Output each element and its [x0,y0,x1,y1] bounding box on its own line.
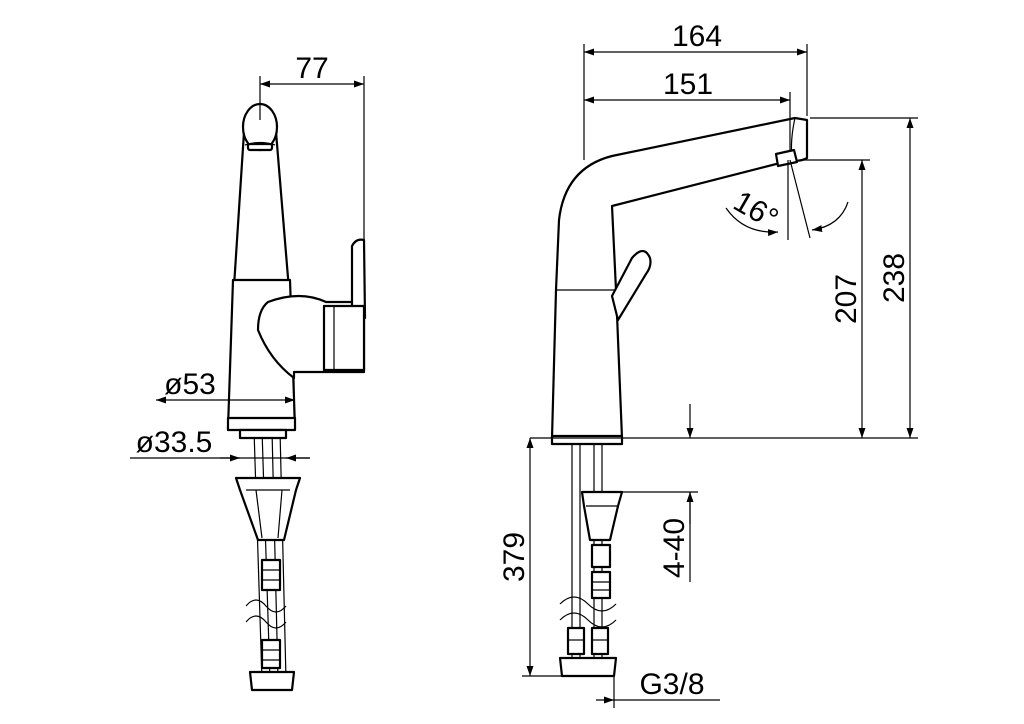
dim-counter-thickness-label: 4-40 [658,518,691,578]
dim-base-diameter: ø53 [156,368,295,404]
dim-connection-thread-label: G3/8 [639,668,704,701]
front-aerator [246,142,274,152]
dim-base-diameter-label: ø53 [164,368,216,401]
dim-connection-thread: G3/8 [596,668,720,708]
front-hoses [253,429,287,681]
side-aerator [774,148,799,168]
side-lower-fitting-b [590,626,610,656]
front-hose-nut [248,670,296,692]
dim-total-reach-label: 164 [672,20,722,53]
dim-handle-offset-label: 77 [295,52,328,85]
dim-spout-reach-label: 151 [663,68,713,101]
front-hex-fitting [260,558,282,592]
dim-hose-length: 379 [498,438,568,677]
dim-total-height: 238 [530,117,918,439]
front-view [226,102,367,692]
front-mounting-bracket [234,476,302,542]
front-shank-top [238,428,288,440]
dim-shank-diameter-label: ø33.5 [136,426,213,459]
dim-spout-height-label: 207 [830,274,863,324]
front-base-ring [226,416,297,432]
side-lower-fitting-a [566,626,586,656]
side-mounting-bracket [580,490,624,542]
side-body-spout [550,116,809,440]
front-lever-base [322,304,366,372]
side-lever [610,249,652,322]
dim-spout-reach: 151 [584,68,791,150]
dim-spout-height: 207 [800,159,870,438]
dim-counter-thickness: 4-40 [612,404,698,582]
dim-handle-offset: 77 [259,52,365,248]
side-hose-nut [558,656,618,678]
dim-spout-angle-label: 16° [728,185,784,236]
side-fitting [590,543,612,569]
dim-total-height-label: 238 [878,253,911,303]
side-base-ring [550,434,624,446]
dim-shank-diameter: ø33.5 [130,426,310,462]
side-hex-fitting [590,570,612,600]
front-lower-fitting [260,638,282,670]
dim-total-reach: 164 [583,20,808,160]
front-lever [350,238,367,320]
dim-hose-length-label: 379 [498,532,531,582]
side-view [550,116,809,678]
